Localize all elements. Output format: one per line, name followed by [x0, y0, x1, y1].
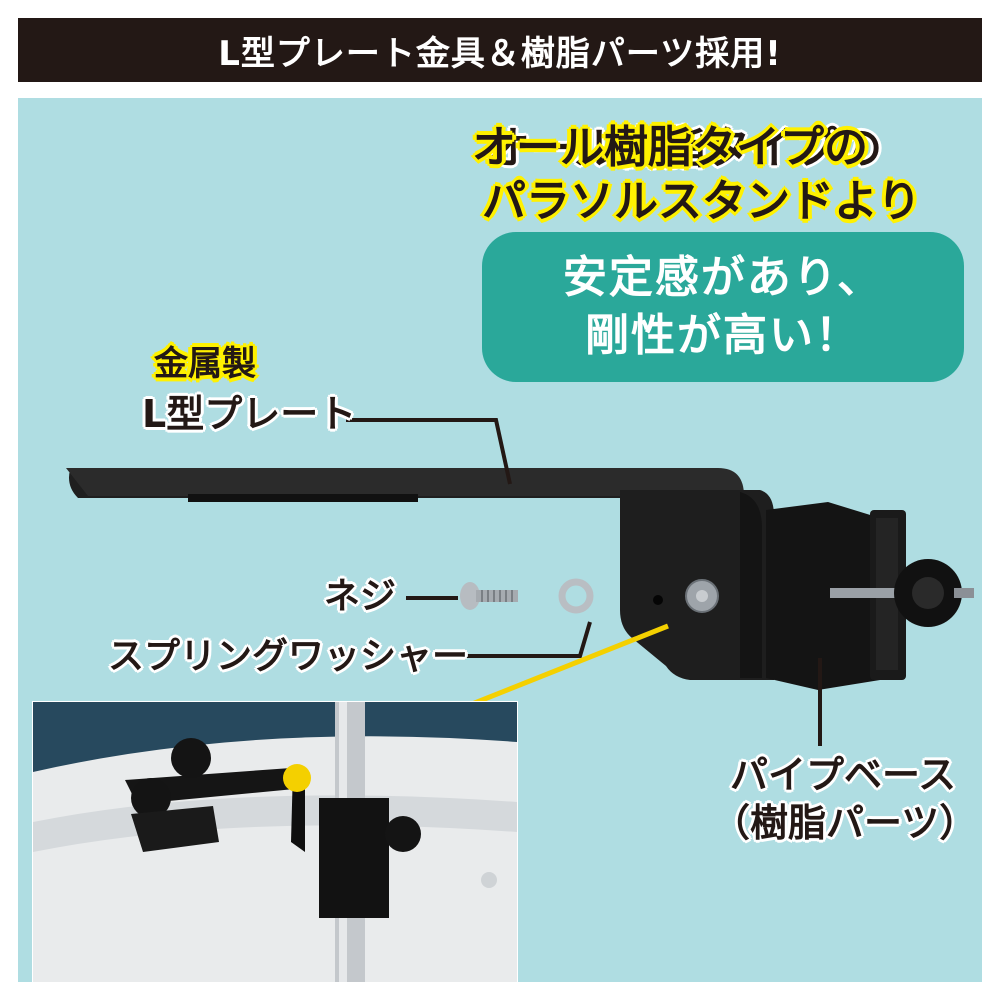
plate-leader-line: [346, 418, 512, 485]
washer-label: スプリングワッシャー: [108, 636, 469, 677]
callout-box: 安定感があり、 剛性が高い！: [482, 232, 964, 382]
washer-leader-line: [454, 621, 592, 658]
plate-label: L型プレート: [142, 392, 357, 436]
installed-photo-inset: [32, 701, 518, 982]
product-stage: オール樹脂タイプの オール樹脂タイプの パラソルスタンドより 安定感があり、 剛…: [18, 98, 982, 982]
pipe-base-block: [766, 502, 880, 690]
pipe-base-label-1: パイプベース: [730, 753, 957, 797]
header-banner: L型プレート金具＆樹脂パーツ採用!: [18, 18, 982, 82]
headline-line-1: オール樹脂タイプの: [486, 123, 882, 174]
headline-line-1-highlight: オール樹脂タイプの: [472, 122, 868, 173]
callout-line-2: 剛性が高い！: [585, 310, 861, 361]
material-label: 金属製: [154, 344, 256, 384]
headline-line-2-highlight: パラソルスタンドより: [482, 176, 922, 227]
spring-washer: [558, 578, 594, 614]
header-title: L型プレート金具＆樹脂パーツ採用!: [218, 33, 782, 74]
inset-pointer-dot: [283, 764, 311, 792]
callout-line-1: 安定感があり、: [562, 252, 884, 303]
screw-label: ネジ: [324, 576, 397, 617]
knob: [894, 559, 974, 627]
pipe-base-label-2: （樹脂パーツ）: [712, 801, 978, 845]
bracket-photo: [66, 418, 974, 777]
screw: [460, 582, 518, 610]
installed-photo: [33, 702, 517, 982]
